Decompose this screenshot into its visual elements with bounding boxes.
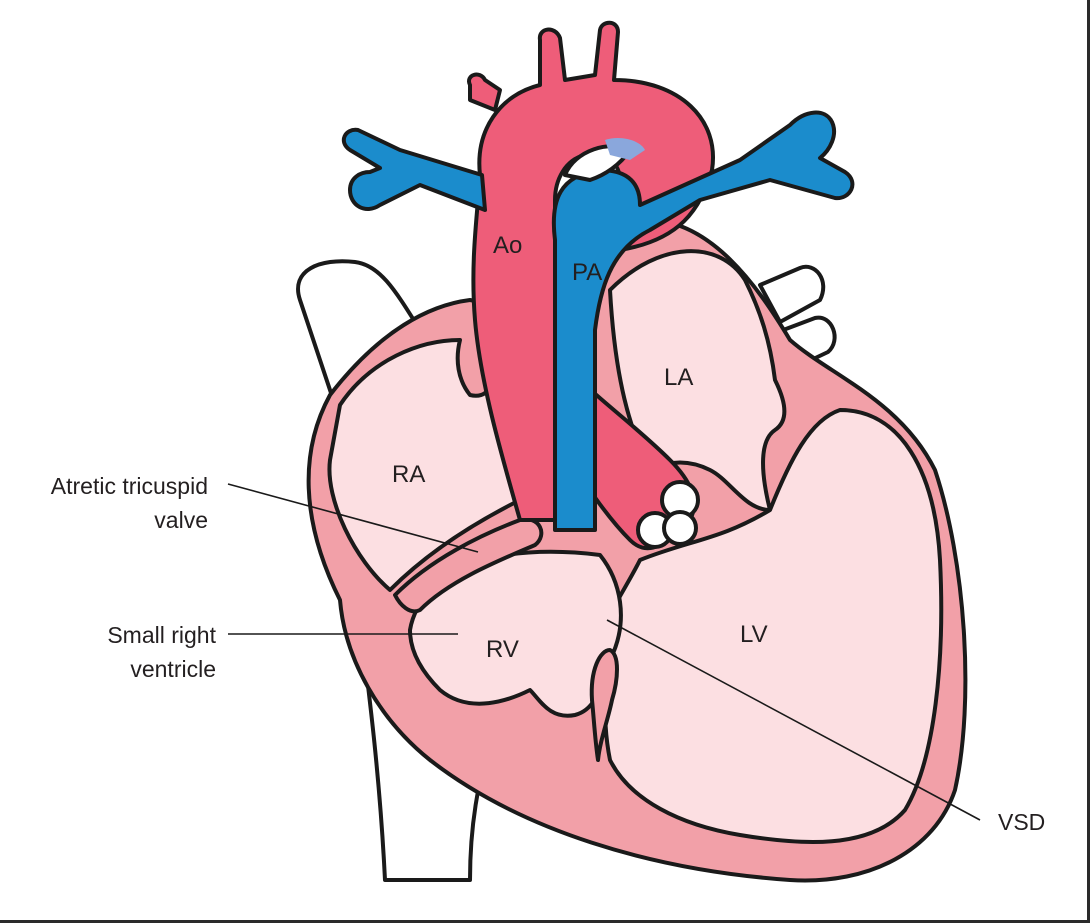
callout-rv-line1: Small right bbox=[107, 622, 216, 648]
label-aorta: Ao bbox=[493, 232, 522, 259]
left-pulmonary-branch bbox=[341, 127, 487, 212]
leader-tricuspid bbox=[227, 483, 479, 553]
label-la: LA bbox=[664, 364, 693, 391]
callout-tricuspid-line1: Atretic tricuspid bbox=[51, 473, 208, 499]
aortic-arch bbox=[471, 20, 715, 522]
leader-vsd bbox=[606, 619, 981, 821]
label-lv: LV bbox=[740, 621, 768, 648]
interventricular-septum bbox=[589, 648, 619, 762]
valve-pearl-3 bbox=[662, 510, 698, 546]
label-rv: RV bbox=[486, 636, 519, 663]
pulmonary-vein-upper bbox=[758, 264, 826, 324]
ductus-blend bbox=[605, 138, 645, 160]
label-ra: RA bbox=[392, 461, 425, 488]
brachiocephalic-branch bbox=[467, 72, 502, 112]
tricuspid-plate bbox=[393, 517, 544, 614]
callout-tricuspid-line2: valve bbox=[154, 507, 208, 533]
callout-rv-line2: ventricle bbox=[130, 656, 216, 682]
callout-vsd: VSD bbox=[998, 809, 1045, 835]
label-pulmonary-artery: PA bbox=[572, 259, 602, 286]
